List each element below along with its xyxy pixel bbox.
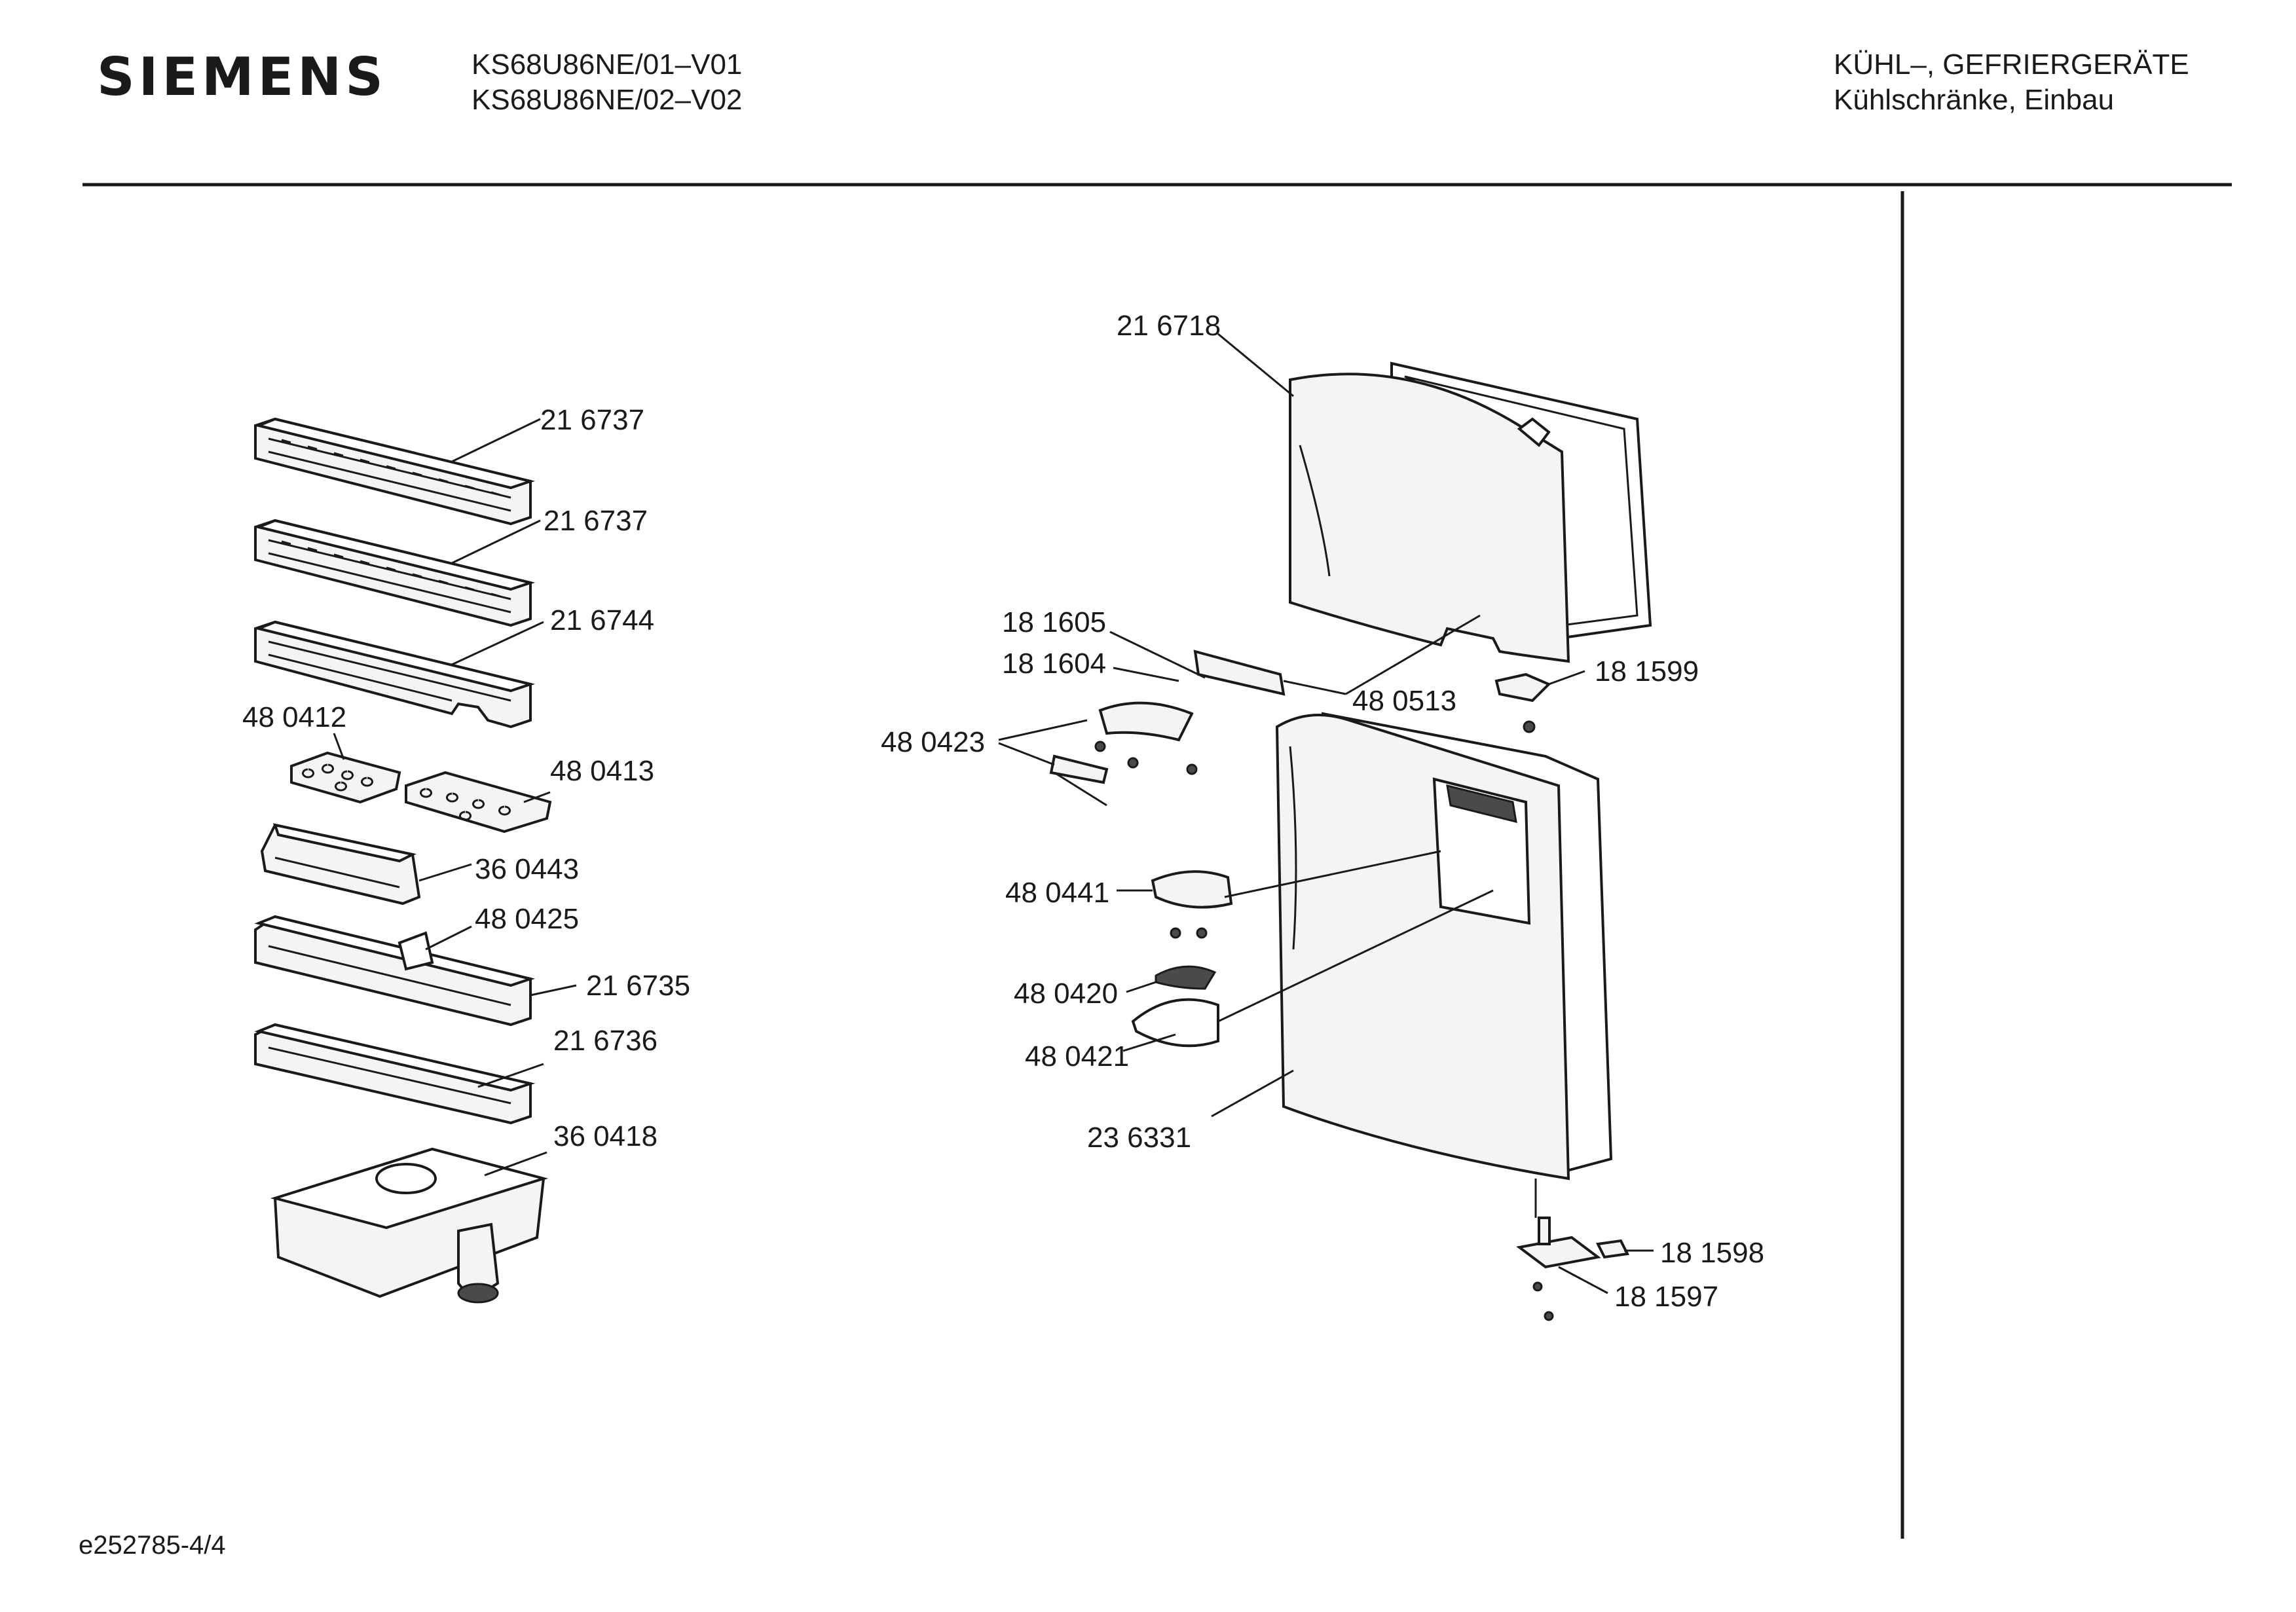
callout-480421: 48 0421 bbox=[1025, 1040, 1129, 1072]
callout-360443: 36 0443 bbox=[475, 853, 579, 885]
egg-tray-left bbox=[290, 751, 401, 804]
leader-lines bbox=[333, 333, 1654, 1294]
callout-480513: 48 0513 bbox=[1352, 685, 1456, 717]
door-shelf-2 bbox=[254, 519, 536, 627]
callout-181597: 18 1597 bbox=[1614, 1281, 1718, 1313]
fridge-door bbox=[1275, 714, 1570, 1181]
callout-181605: 18 1605 bbox=[1002, 606, 1106, 638]
bottom-hinge bbox=[1516, 1217, 1630, 1321]
callout-480420: 48 0420 bbox=[1014, 978, 1118, 1010]
drip-tray bbox=[1131, 998, 1219, 1048]
freezer-door bbox=[1289, 373, 1570, 663]
category-line-1: KÜHL–, GEFRIERGERÄTE bbox=[1834, 48, 2189, 81]
callout-360418: 36 0418 bbox=[553, 1120, 657, 1152]
callout-216735: 21 6735 bbox=[586, 970, 690, 1002]
dispenser-lever bbox=[1151, 870, 1233, 939]
brand-logo: SIEMENS bbox=[97, 46, 387, 107]
callout-216718: 21 6718 bbox=[1117, 310, 1221, 342]
callout-181604: 18 1604 bbox=[1002, 648, 1106, 680]
small-door-bin bbox=[260, 823, 421, 906]
callout-480413: 48 0413 bbox=[550, 755, 654, 787]
callout-216737-b: 21 6737 bbox=[544, 505, 648, 537]
door-shelf-3 bbox=[254, 620, 536, 729]
door-shelf-5 bbox=[254, 1023, 536, 1125]
water-tank bbox=[270, 1147, 549, 1304]
model-number-v02: KS68U86NE/02–V02 bbox=[472, 84, 743, 116]
drip-grille bbox=[1155, 965, 1217, 990]
door-shelf-with-divider bbox=[254, 915, 536, 1027]
callout-216736: 21 6736 bbox=[553, 1025, 657, 1057]
document-code: e252785-4/4 bbox=[79, 1531, 226, 1560]
callout-216744: 21 6744 bbox=[550, 604, 654, 636]
callout-480425: 48 0425 bbox=[475, 903, 579, 935]
callout-236331: 23 6331 bbox=[1087, 1122, 1191, 1154]
egg-tray-right bbox=[405, 771, 552, 833]
callout-480423: 48 0423 bbox=[881, 726, 985, 758]
product-category: KÜHL–, GEFRIERGERÄTE Kühlschränke, Einba… bbox=[1834, 47, 2189, 118]
callout-216737-a: 21 6737 bbox=[540, 404, 644, 436]
callout-480412: 48 0412 bbox=[242, 701, 346, 733]
callout-181598: 18 1598 bbox=[1660, 1237, 1764, 1269]
callout-480441: 48 0441 bbox=[1005, 877, 1109, 909]
callout-181599: 18 1599 bbox=[1595, 655, 1699, 687]
door-shelf-1 bbox=[254, 417, 536, 526]
handle-cover bbox=[1193, 650, 1286, 696]
top-hinge-bracket bbox=[1494, 672, 1551, 733]
door-handle bbox=[1049, 701, 1198, 784]
category-line-2: Kühlschränke, Einbau bbox=[1834, 84, 2115, 116]
model-numbers: KS68U86NE/01–V01 KS68U86NE/02–V02 bbox=[472, 47, 742, 118]
model-number-v01: KS68U86NE/01–V01 bbox=[472, 48, 743, 81]
